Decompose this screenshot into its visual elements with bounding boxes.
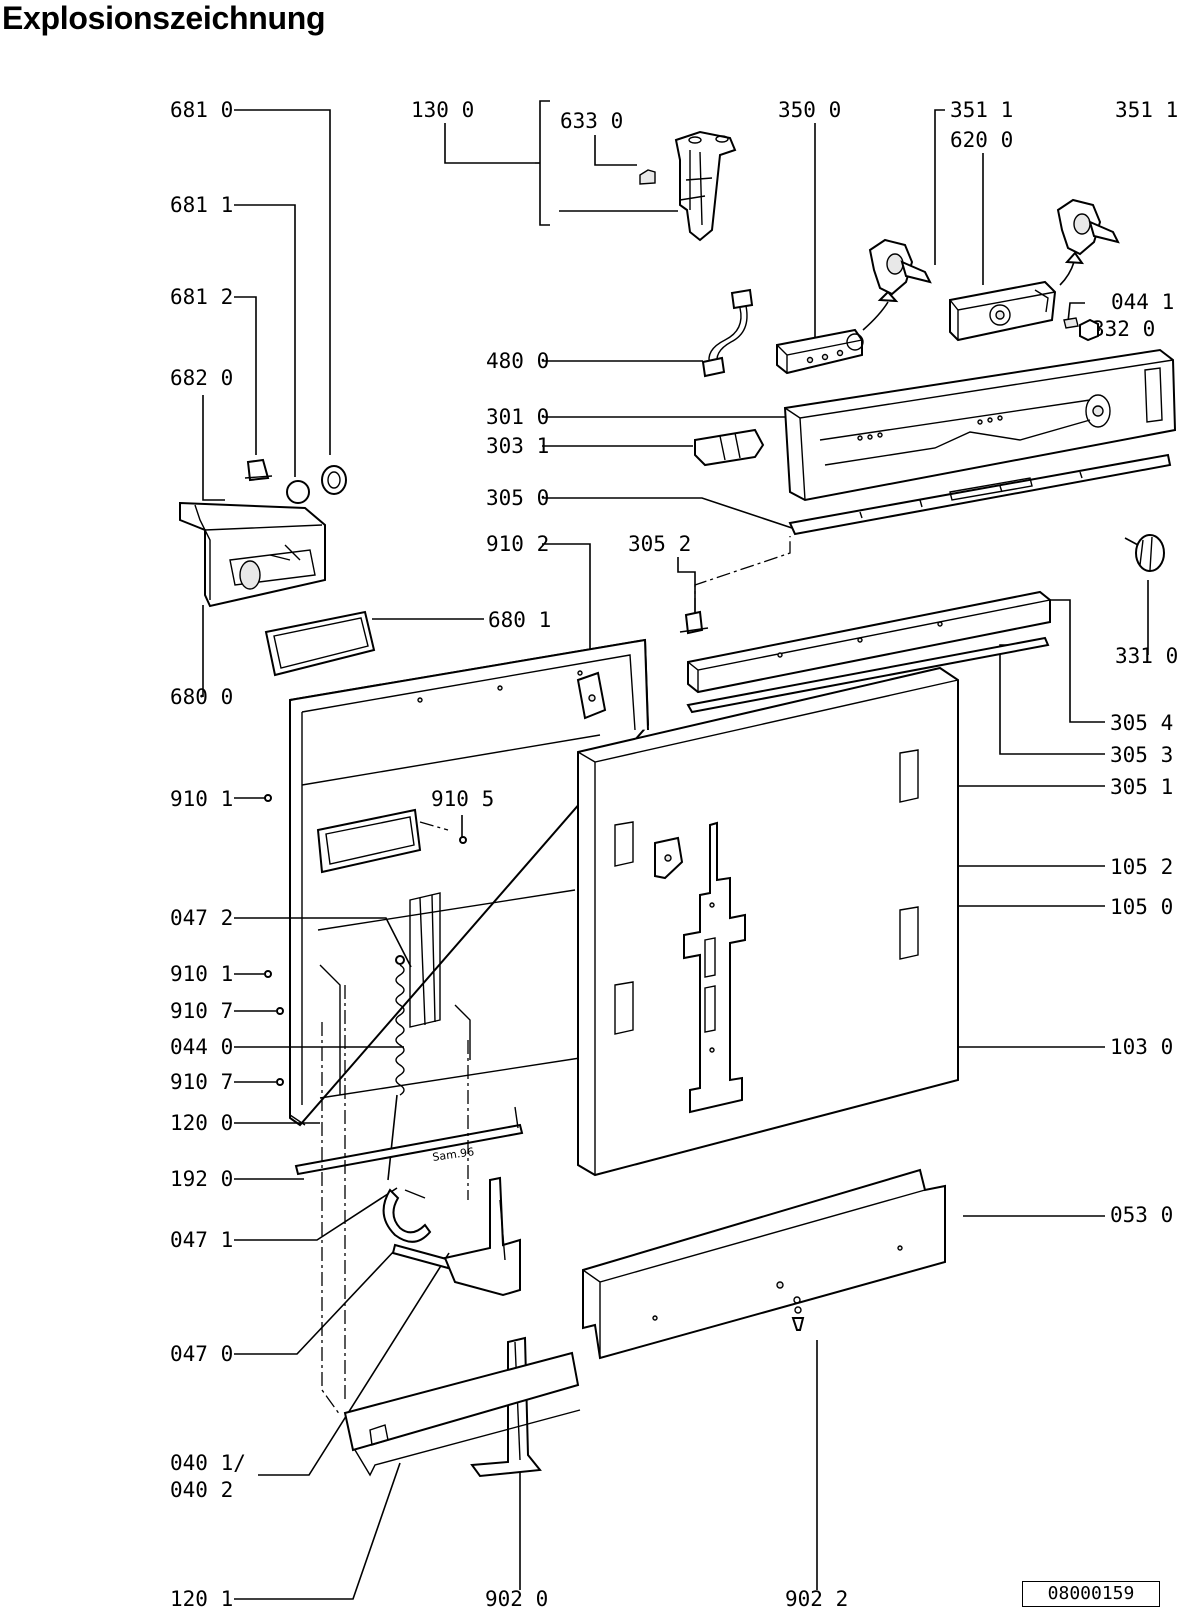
label-682-0: 682 0 <box>170 366 233 390</box>
label-910-7-a: 910 7 <box>170 999 233 1023</box>
label-103-0: 103 0 <box>1110 1035 1173 1059</box>
part-681-2 <box>244 458 273 482</box>
label-681-1: 681 1 <box>170 193 233 217</box>
part-outer-door-103-0 <box>577 666 959 1177</box>
label-332-0: 332 0 <box>1092 317 1155 341</box>
label-910-5: 910 5 <box>431 787 494 811</box>
label-044-0: 044 0 <box>170 1035 233 1059</box>
part-door-lock-130-0 <box>639 130 737 242</box>
part-control-board-350-0 <box>776 290 899 375</box>
label-681-0: 681 0 <box>170 98 233 122</box>
label-303-1: 303 1 <box>486 434 549 458</box>
label-910-1-b: 910 1 <box>170 962 233 986</box>
part-seal-strip-192-0: Sam.96 <box>294 1106 524 1176</box>
part-top-rail-305-4 <box>687 590 1051 694</box>
label-053-0: 053 0 <box>1110 1203 1173 1227</box>
label-040-2: 040 2 <box>170 1478 233 1502</box>
label-305-1: 305 1 <box>1110 775 1173 799</box>
label-047-1: 047 1 <box>170 1228 233 1252</box>
label-350-0: 350 0 <box>778 98 841 122</box>
label-620-0: 620 0 <box>950 128 1013 152</box>
label-680-1: 680 1 <box>488 608 551 632</box>
label-351-1-a: 351 1 <box>950 98 1013 122</box>
part-lower-panel-053-0 <box>582 1168 946 1360</box>
part-knob-adapter-351-1-b <box>1056 198 1120 286</box>
part-knob-331-0 <box>1124 534 1165 572</box>
part-hinge-bracket-040 <box>443 1176 521 1297</box>
label-047-0: 047 0 <box>170 1342 233 1366</box>
part-screws-910 <box>264 794 467 1086</box>
label-305-0: 305 0 <box>486 486 549 510</box>
label-305-4: 305 4 <box>1110 711 1173 735</box>
label-044-1: 044 1 <box>1111 290 1174 314</box>
label-331-0: 331 0 <box>1115 644 1178 668</box>
part-labels: 681 0 681 1 681 2 682 0 680 0 680 1 130 … <box>170 98 1178 1611</box>
part-clip-305-2 <box>679 536 791 635</box>
label-105-2: 105 2 <box>1110 855 1173 879</box>
label-040-1: 040 1/ <box>170 1451 246 1475</box>
part-panel-strip-305-0 <box>788 453 1172 536</box>
part-small-screw-044-1 <box>1063 317 1079 329</box>
part-hinge-plate-047-0 <box>391 1243 452 1270</box>
label-910-7-b: 910 7 <box>170 1070 233 1094</box>
part-dispenser-682-0 <box>179 501 326 608</box>
label-480-0: 480 0 <box>486 349 549 373</box>
label-047-2: 047 2 <box>170 906 233 930</box>
part-rail-strip-305-3 <box>686 636 1050 714</box>
label-301-0: 301 0 <box>486 405 549 429</box>
label-351-1-b: 351 1 <box>1115 98 1178 122</box>
label-633-0: 633 0 <box>560 109 623 133</box>
part-screw-902-2 <box>791 1296 805 1331</box>
part-control-panel-301-0 <box>783 348 1177 502</box>
page-title: Explosionszeichnung <box>2 0 326 36</box>
part-hinge-047-1 <box>382 1188 432 1243</box>
part-681-1-seal <box>286 480 310 504</box>
drawing-number-box: 08000159 <box>1022 1581 1160 1607</box>
part-bracket-910-2 <box>576 671 607 720</box>
label-910-1-a: 910 1 <box>170 787 233 811</box>
part-door-handle-303-1 <box>694 428 765 467</box>
part-inner-window <box>316 808 422 874</box>
part-programme-selector-620-0 <box>949 280 1057 342</box>
label-902-2: 902 2 <box>785 1587 848 1611</box>
part-wiring-harness-480-0 <box>701 288 754 378</box>
label-681-2: 681 2 <box>170 285 233 309</box>
stamp-text: Sam.96 <box>432 1145 475 1164</box>
part-knob-adapter-351-1-a <box>868 238 932 296</box>
label-305-3: 305 3 <box>1110 743 1173 767</box>
label-305-2: 305 2 <box>628 532 691 556</box>
assembly-lines <box>321 821 469 1416</box>
label-680-0: 680 0 <box>170 685 233 709</box>
label-105-0: 105 0 <box>1110 895 1173 919</box>
part-lamp-332-0 <box>1079 318 1099 342</box>
part-681-0-cap <box>321 465 347 495</box>
label-130-0: 130 0 <box>411 98 474 122</box>
part-door-frame-120-0 <box>289 638 650 1127</box>
part-vertical-rail <box>409 892 441 1028</box>
label-192-0: 192 0 <box>170 1167 233 1191</box>
label-120-0: 120 0 <box>170 1111 233 1135</box>
part-spring-044-0 <box>387 955 405 1181</box>
label-902-0: 902 0 <box>485 1587 548 1611</box>
part-gasket-680-1 <box>264 610 376 677</box>
label-120-1: 120 1 <box>170 1587 233 1611</box>
part-latch-clip-105-2 <box>654 836 684 880</box>
part-lower-rail-120-1 <box>343 1351 581 1477</box>
part-latch-plate-105-0 <box>683 821 746 1114</box>
label-910-2: 910 2 <box>486 532 549 556</box>
